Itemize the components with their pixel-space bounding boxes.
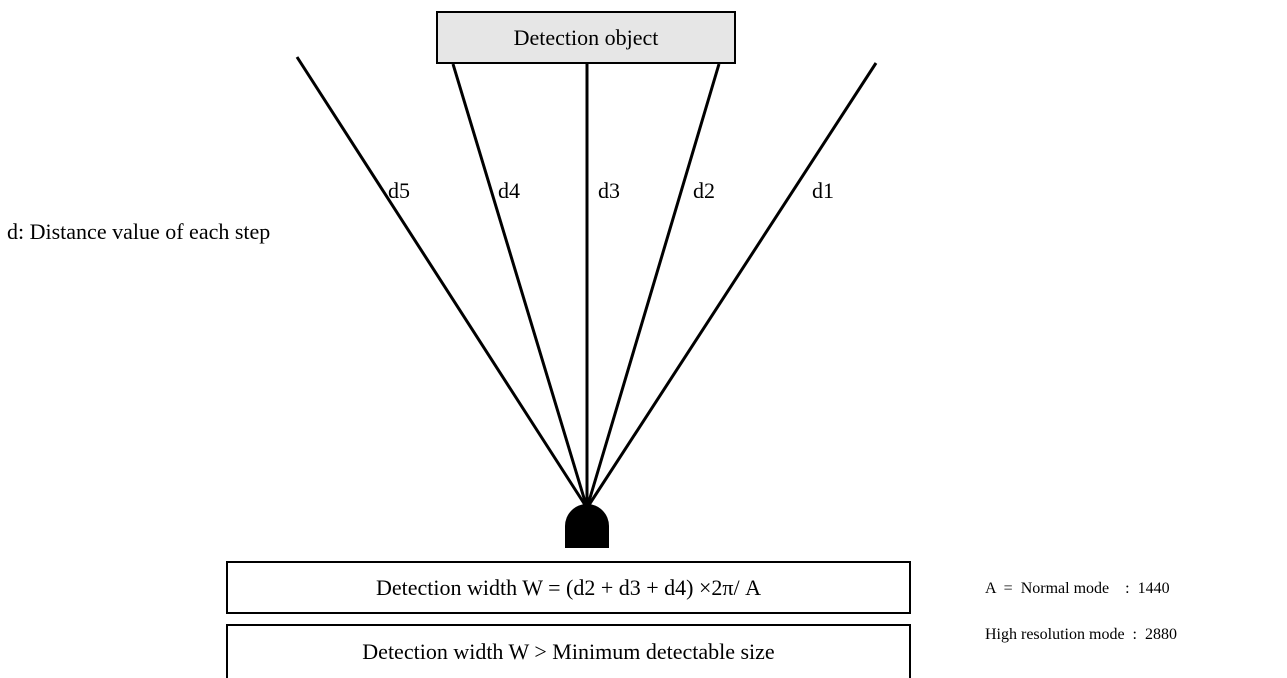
ray-label-d2: d2	[693, 178, 715, 203]
high-resolution-mode-text: High resolution mode : 2880	[985, 626, 1177, 643]
ray-d2	[585, 63, 721, 509]
formula-text: Detection width W = (d2 + d3 + d4) ×2π/ …	[376, 574, 761, 600]
sensor-icon	[565, 504, 609, 548]
ray-label-d4: d4	[498, 178, 520, 203]
detection-object-box: Detection object	[436, 11, 736, 64]
ray-d4	[451, 63, 589, 509]
ray-label-d5: d5	[388, 178, 410, 203]
distance-caption: d: Distance value of each step	[7, 219, 271, 244]
ray-label-d3: d3	[598, 178, 620, 203]
condition-box: Detection width W > Minimum detectable s…	[226, 624, 911, 678]
ray-d1	[585, 62, 878, 509]
normal-mode-text: A = Normal mode : 1440	[985, 580, 1170, 597]
formula-box: Detection width W = (d2 + d3 + d4) ×2π/ …	[226, 561, 911, 614]
ray-label-d1: d1	[812, 178, 834, 203]
ray-d5	[295, 56, 589, 509]
condition-text: Detection width W > Minimum detectable s…	[362, 639, 775, 664]
detection-object-label: Detection object	[513, 24, 659, 50]
